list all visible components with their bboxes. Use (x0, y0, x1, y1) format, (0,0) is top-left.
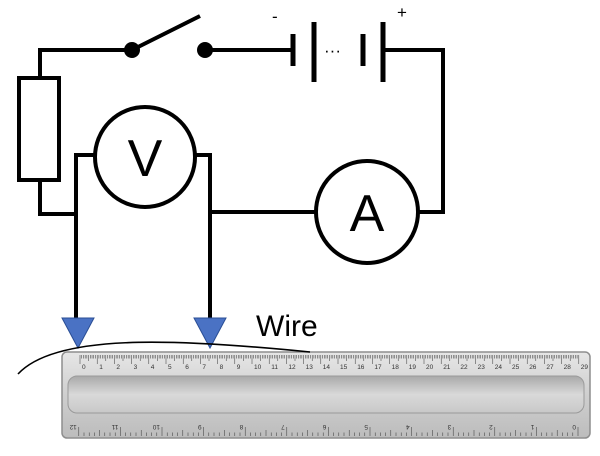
battery-positive-sign: + (397, 3, 407, 22)
ruler-top-number: 2 (116, 364, 120, 371)
switch-arm (131, 14, 201, 52)
ruler-top-number: 4 (151, 364, 155, 371)
ruler-top-number: 26 (529, 364, 537, 371)
ruler-bottom-number: 9 (198, 423, 202, 430)
ruler-top-number: 1 (99, 364, 103, 371)
ruler-bottom-number: 5 (364, 423, 368, 430)
switch-contact-right (197, 42, 213, 58)
ruler-top-number: 23 (478, 364, 486, 371)
switch-contact-left (124, 42, 140, 58)
ruler-bottom-number: 12 (69, 423, 77, 430)
ruler-bottom-number: 2 (489, 423, 493, 430)
ruler-top-number: 18 (392, 364, 400, 371)
ruler-top-number: 27 (546, 364, 554, 371)
ruler-top-number: 5 (168, 364, 172, 371)
ruler-bottom-number: 1 (530, 423, 534, 430)
ruler-bottom-number: 7 (281, 423, 285, 430)
voltmeter-label: V (128, 130, 163, 188)
ruler-groove (67, 375, 585, 414)
ruler-top-number: 28 (564, 364, 572, 371)
ruler-top-number: 29 (581, 364, 589, 371)
ruler-top-number: 9 (237, 364, 241, 371)
ammeter-label: A (350, 185, 385, 243)
resistor-to-junction-wire (38, 180, 76, 216)
wire-label: Wire (256, 310, 318, 343)
battery-negative-sign: - (272, 7, 278, 26)
ruler-top-number: 21 (443, 364, 451, 371)
ruler-top-number: 7 (202, 364, 206, 371)
ruler-top-number: 11 (271, 364, 278, 371)
left-probe-lead (74, 153, 95, 318)
battery (290, 22, 386, 82)
left-probe-tip (61, 317, 95, 350)
ruler-top-number: 19 (409, 364, 417, 371)
ruler-top-number: 24 (495, 364, 503, 371)
ruler-top-number: 10 (254, 364, 262, 371)
resistor (17, 76, 61, 182)
ruler-top-number: 20 (426, 364, 434, 371)
ruler-bottom-number: 6 (322, 423, 326, 430)
ruler-bottom-number: 8 (239, 423, 243, 430)
ruler-bottom-number: 3 (447, 423, 451, 430)
ruler-bottom-number: 10 (152, 423, 160, 430)
ruler-top-number: 22 (460, 364, 468, 371)
top-left-wire (38, 48, 128, 78)
ruler-top-number: 3 (134, 364, 138, 371)
ruler-top-number: 14 (323, 364, 331, 371)
voltmeter-leads (74, 153, 212, 318)
right-probe-lead (195, 153, 212, 318)
ammeter (314, 159, 420, 265)
ruler-top-number: 13 (306, 364, 314, 371)
battery-dots: ··· (324, 41, 341, 60)
ruler-bottom-number: 4 (406, 423, 410, 430)
test-wire (17, 341, 311, 375)
ruler-top-number: 6 (185, 364, 189, 371)
ruler-bottom-number: 11 (111, 423, 118, 430)
right-probe-tip (193, 317, 227, 350)
battery-to-ammeter-wire (385, 48, 445, 214)
ruler-top-number: 17 (374, 364, 382, 371)
ruler-bottom-number: 0 (572, 423, 576, 430)
ruler-top-number: 12 (288, 364, 296, 371)
ruler-top-number: 25 (512, 364, 520, 371)
ruler-top-number: 15 (340, 364, 348, 371)
ruler-top-number: 0 (82, 364, 86, 371)
ruler-top-number: 8 (220, 364, 224, 371)
ruler-top-number: 16 (357, 364, 365, 371)
circuit-wires (38, 14, 445, 216)
